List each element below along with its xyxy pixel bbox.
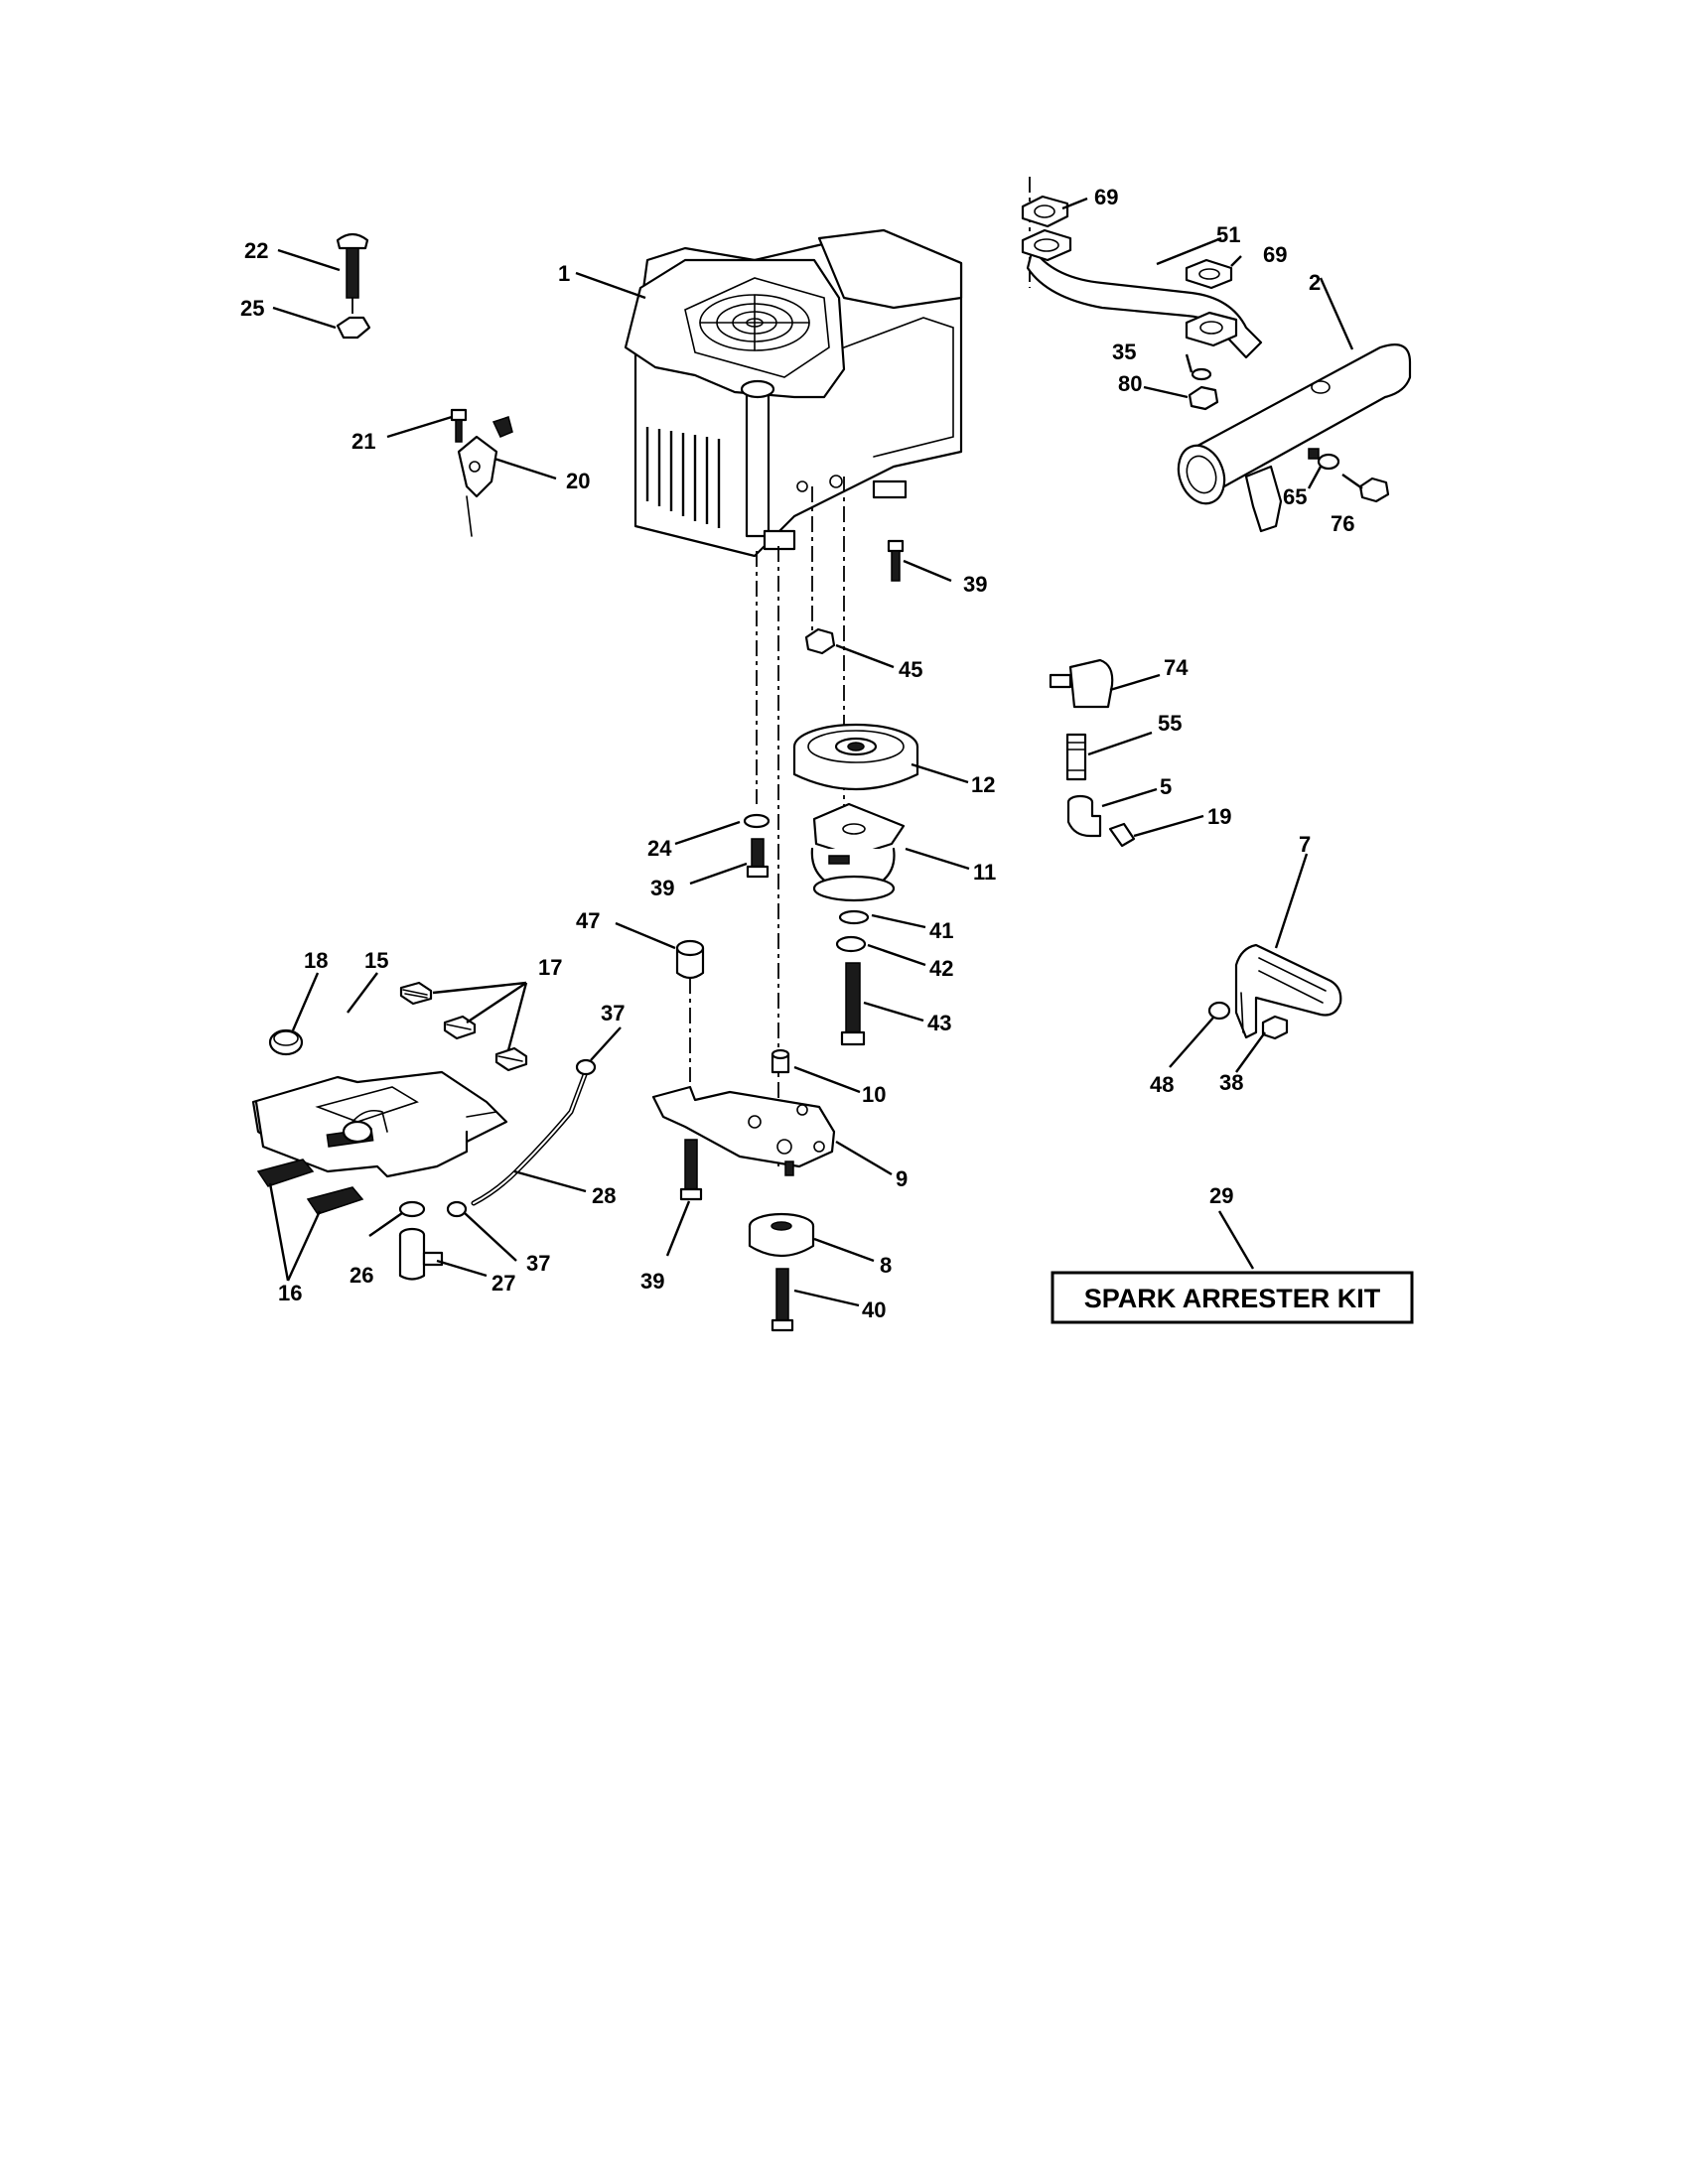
cap-18 bbox=[268, 1028, 304, 1056]
callout-55: 55 bbox=[1158, 711, 1182, 736]
callout-20: 20 bbox=[566, 469, 590, 493]
callout-39-lower: 39 bbox=[640, 1269, 664, 1294]
callout-25: 25 bbox=[240, 296, 264, 321]
washer-35 bbox=[1191, 367, 1212, 381]
gasket-69-top bbox=[1021, 195, 1069, 228]
callout-17: 17 bbox=[538, 955, 562, 980]
callout-9: 9 bbox=[896, 1166, 908, 1191]
pad-17-c bbox=[494, 1046, 528, 1072]
callout-19: 19 bbox=[1207, 804, 1231, 829]
callout-29: 29 bbox=[1209, 1183, 1233, 1208]
spacer-47 bbox=[675, 939, 705, 980]
nut-80 bbox=[1188, 385, 1219, 411]
callout-69-top: 69 bbox=[1094, 185, 1118, 209]
callout-15: 15 bbox=[364, 948, 388, 973]
washer-65 bbox=[1317, 453, 1340, 471]
washer-41 bbox=[838, 909, 870, 925]
nut-25 bbox=[336, 316, 371, 340]
gasket-69-right bbox=[1185, 258, 1233, 290]
callout-45: 45 bbox=[899, 657, 922, 682]
hose-28 bbox=[471, 1069, 589, 1206]
callout-22: 22 bbox=[244, 238, 268, 263]
bolt-39-lower bbox=[679, 1139, 703, 1201]
pulley-12 bbox=[792, 723, 919, 791]
callout-74: 74 bbox=[1164, 655, 1189, 680]
bracket-20 bbox=[457, 416, 513, 537]
callout-11: 11 bbox=[973, 860, 996, 885]
callout-76: 76 bbox=[1331, 511, 1354, 536]
callout-18: 18 bbox=[304, 948, 328, 973]
spark-arrester-kit-box: SPARK ARRESTER KIT bbox=[1051, 1271, 1414, 1324]
callout-27: 27 bbox=[491, 1271, 515, 1296]
callout-65: 65 bbox=[1283, 484, 1307, 509]
washer-24 bbox=[743, 813, 771, 829]
clamp-37-lower bbox=[446, 1200, 468, 1218]
callout-80: 80 bbox=[1118, 371, 1142, 396]
gasket-69-lower bbox=[1021, 228, 1072, 262]
nut-45 bbox=[804, 627, 836, 655]
callout-8: 8 bbox=[880, 1253, 892, 1278]
callout-43: 43 bbox=[927, 1011, 951, 1035]
idler-pulley-8 bbox=[748, 1212, 815, 1257]
callout-5: 5 bbox=[1160, 774, 1172, 799]
callout-10: 10 bbox=[862, 1082, 886, 1107]
callout-48: 48 bbox=[1150, 1072, 1174, 1097]
callout-51: 51 bbox=[1216, 222, 1240, 247]
callout-47: 47 bbox=[576, 908, 600, 933]
washer-42 bbox=[835, 935, 867, 953]
elbow-74 bbox=[1049, 658, 1114, 709]
heat-shield-7 bbox=[1234, 943, 1342, 1039]
bolt-39-mid bbox=[746, 838, 770, 879]
muffler-2 bbox=[1177, 343, 1412, 533]
washer-48 bbox=[1207, 1001, 1231, 1021]
clutch-11 bbox=[810, 802, 906, 902]
callout-38: 38 bbox=[1219, 1070, 1243, 1095]
callout-35: 35 bbox=[1112, 340, 1136, 364]
callout-39-mid: 39 bbox=[650, 876, 674, 900]
plug-19 bbox=[1108, 822, 1136, 848]
callout-28: 28 bbox=[592, 1183, 616, 1208]
callout-1: 1 bbox=[558, 261, 570, 286]
callout-39-top: 39 bbox=[963, 572, 987, 597]
bolt-43 bbox=[840, 962, 866, 1046]
spacer-10 bbox=[771, 1048, 790, 1074]
callout-37-lower: 37 bbox=[526, 1251, 550, 1276]
nipple-55 bbox=[1065, 733, 1087, 781]
washer-26 bbox=[398, 1200, 426, 1218]
bolt-76 bbox=[1341, 474, 1390, 503]
bolt-22 bbox=[336, 232, 369, 299]
callout-7: 7 bbox=[1299, 832, 1311, 857]
elbow-5 bbox=[1066, 794, 1102, 838]
callout-37-top: 37 bbox=[601, 1001, 625, 1025]
callout-16: 16 bbox=[278, 1281, 302, 1305]
callout-69-right: 69 bbox=[1263, 242, 1287, 267]
battery-tray-15 bbox=[251, 1070, 508, 1178]
callout-26: 26 bbox=[350, 1263, 373, 1288]
callout-2: 2 bbox=[1309, 270, 1321, 295]
idler-bracket-9 bbox=[651, 1085, 836, 1176]
bolt-39-engine bbox=[887, 539, 905, 582]
exhaust-pipe-51 bbox=[1026, 246, 1263, 359]
callout-24: 24 bbox=[647, 836, 672, 861]
bolt-40 bbox=[771, 1268, 794, 1332]
clamp-37-top bbox=[575, 1058, 597, 1076]
callout-42: 42 bbox=[929, 956, 953, 981]
callout-41: 41 bbox=[929, 918, 953, 943]
callout-21: 21 bbox=[351, 429, 375, 454]
pad-16-b bbox=[306, 1186, 364, 1215]
screw-21 bbox=[450, 408, 468, 443]
pad-16-a bbox=[256, 1159, 315, 1187]
callout-40: 40 bbox=[862, 1297, 886, 1322]
spark-arrester-kit-label: SPARK ARRESTER KIT bbox=[1084, 1284, 1381, 1313]
screw-38 bbox=[1261, 1015, 1289, 1040]
callout-12: 12 bbox=[971, 772, 995, 797]
flange-51 bbox=[1185, 311, 1238, 347]
pad-17-a bbox=[399, 981, 433, 1006]
fitting-27 bbox=[398, 1227, 444, 1281]
engine bbox=[624, 228, 963, 558]
